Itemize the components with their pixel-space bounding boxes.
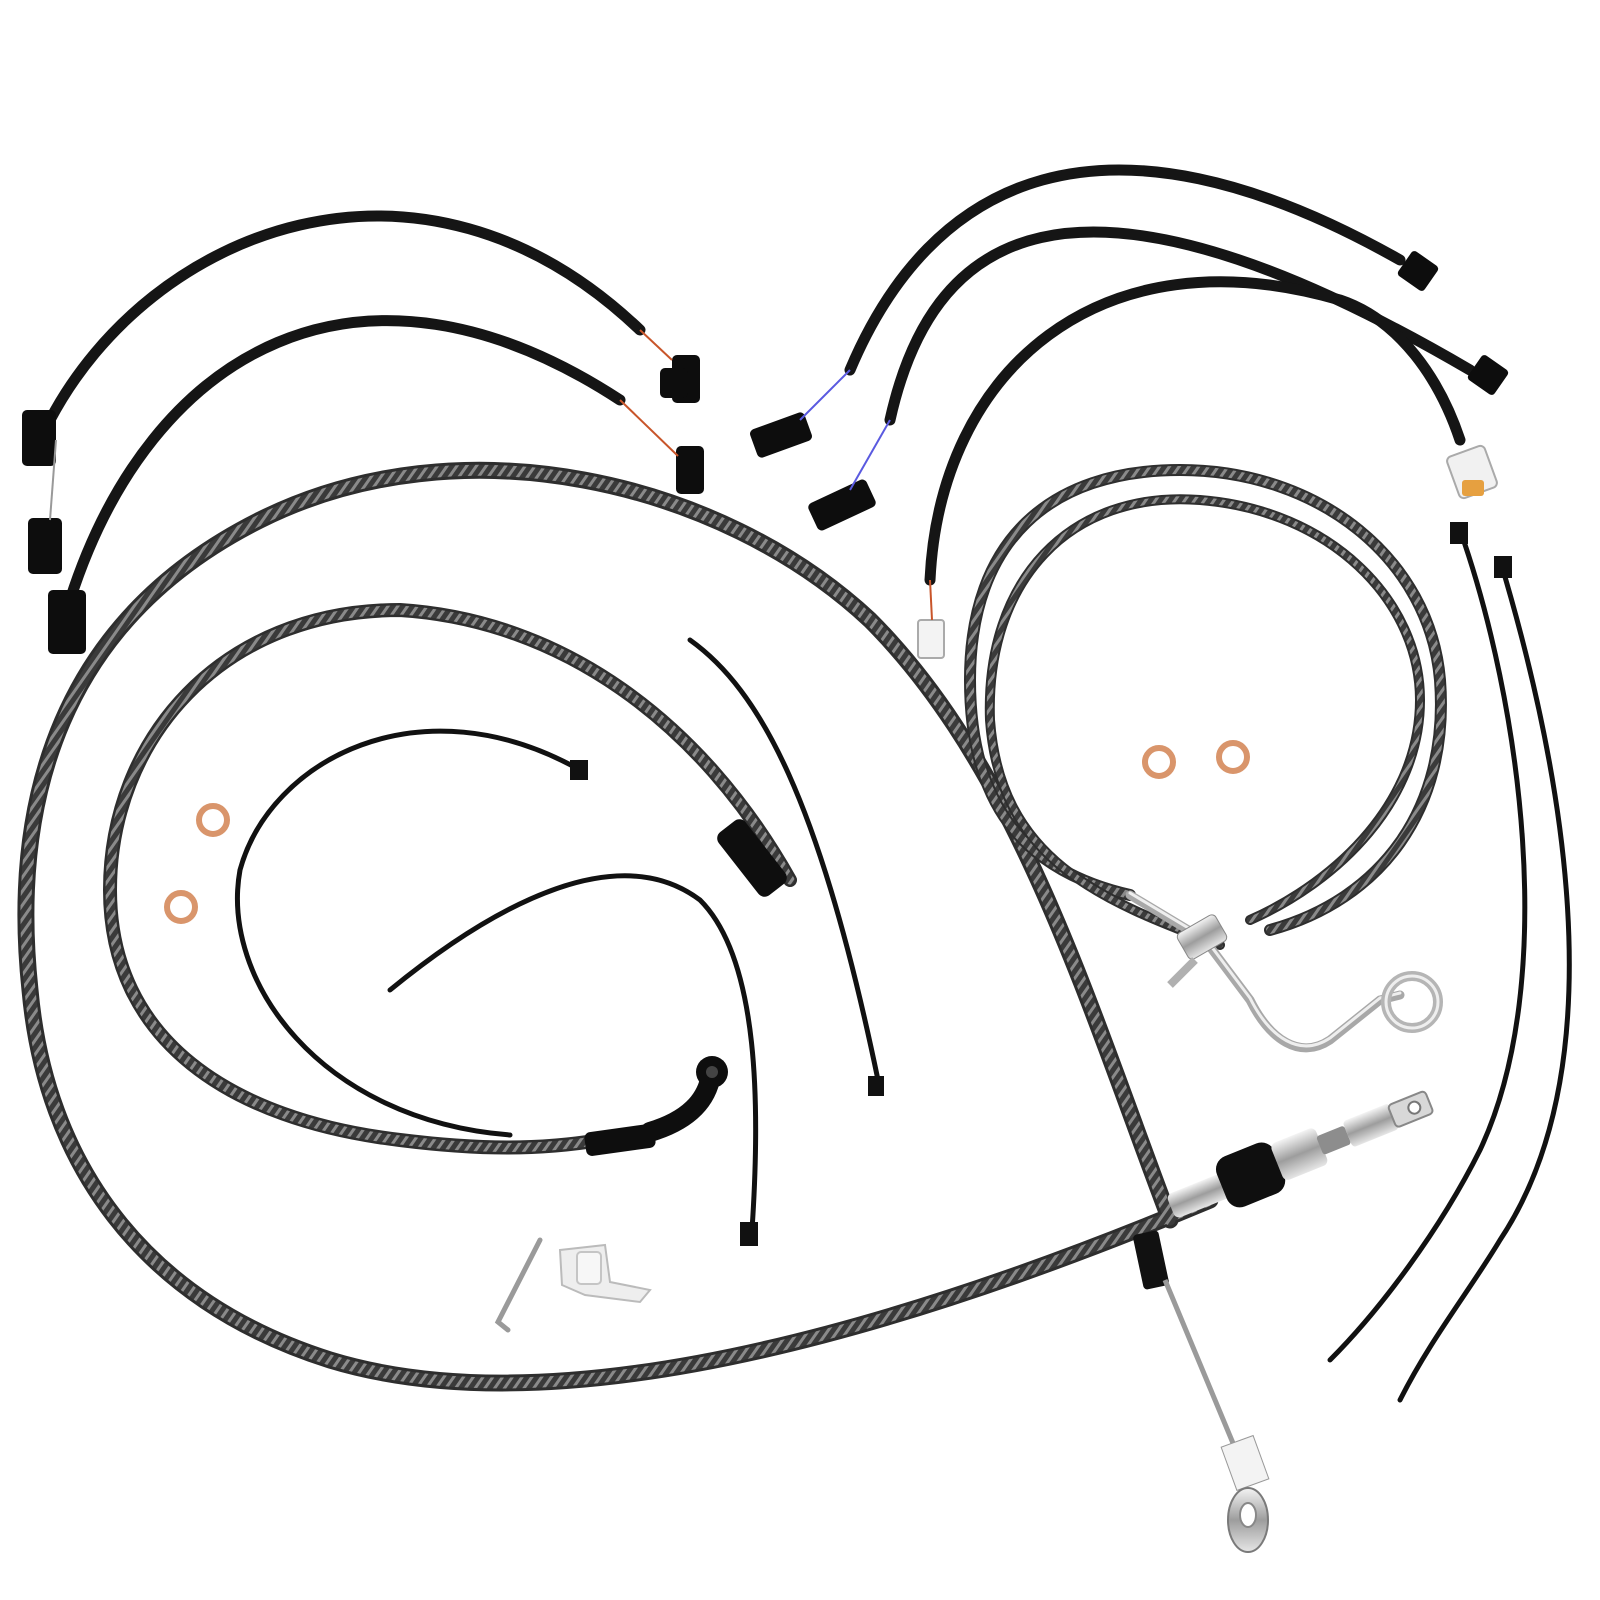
zip-tie-1 <box>687 637 884 1096</box>
connector-icon <box>48 590 86 654</box>
zip-tie-3 <box>387 873 759 1246</box>
copper-washer <box>196 803 230 837</box>
clutch-cable <box>17 461 1434 1553</box>
clutch-cable-end-fitting <box>1167 1090 1434 1218</box>
connector-icon <box>1467 355 1509 395</box>
plastic-clip <box>558 1243 652 1304</box>
chrome-hardline <box>1125 890 1443 1053</box>
connector-icon <box>28 518 62 574</box>
hex-key <box>494 1237 543 1333</box>
copper-washer <box>164 890 198 924</box>
connector-icon <box>660 368 688 398</box>
connector-icon <box>917 619 945 659</box>
wiring-harness-3 <box>750 164 1439 458</box>
front-brake-line <box>102 602 797 1156</box>
connector-icon <box>22 410 56 466</box>
cable-tag <box>1220 1434 1270 1492</box>
banjo-fitting <box>584 1124 656 1156</box>
wiring-harness-5 <box>917 276 1498 659</box>
connector-icon <box>676 446 704 494</box>
zip-tie-4 <box>1327 522 1528 1363</box>
connector-icon <box>750 412 812 458</box>
connector-icon <box>808 479 876 531</box>
zip-tie-2 <box>234 728 588 1138</box>
connector-icon <box>1397 251 1439 291</box>
wiring-harness-2 <box>48 315 704 654</box>
brake-line-fitting <box>717 819 787 897</box>
zip-tie-5 <box>1397 556 1572 1403</box>
copper-washer <box>1216 740 1250 774</box>
wiring-harness-1 <box>22 210 700 574</box>
copper-washers <box>164 740 1250 924</box>
rear-brake-line <box>963 463 1447 1053</box>
cable-collar <box>1133 1230 1169 1290</box>
copper-washer <box>1142 745 1176 779</box>
